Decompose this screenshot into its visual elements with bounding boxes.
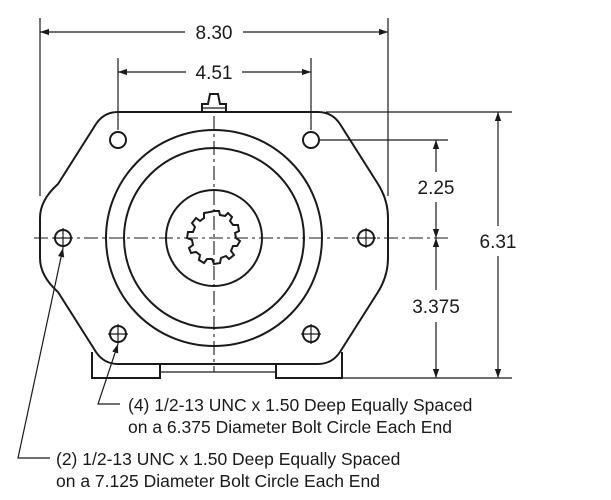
leader-note-1 bbox=[97, 343, 120, 405]
dim-upper-hole-offset: 2.25 bbox=[418, 178, 455, 199]
bolt-hole-top-right bbox=[302, 131, 320, 149]
dim-lower-offset: 3.375 bbox=[412, 297, 460, 318]
note-1-line-1: (4) 1/2-13 UNC x 1.50 Deep Equally Space… bbox=[128, 395, 472, 415]
left-foot bbox=[91, 352, 161, 379]
top-fitting bbox=[201, 93, 227, 112]
dim-top-hole-spacing: 4.51 bbox=[196, 63, 233, 84]
hole-crosshairs bbox=[53, 228, 376, 344]
right-foot bbox=[275, 352, 343, 379]
note-2-line-2: on a 7.125 Diameter Bolt Circle Each End bbox=[56, 471, 380, 491]
dim-overall-width: 8.30 bbox=[196, 23, 233, 44]
splined-bore bbox=[185, 210, 242, 266]
leader-note-2 bbox=[17, 247, 65, 459]
bolt-hole-top-left bbox=[109, 131, 127, 149]
dim-overall-height: 6.31 bbox=[480, 232, 517, 253]
note-1-line-2: on a 6.375 Diameter Bolt Circle Each End bbox=[128, 417, 452, 437]
housing-outline bbox=[39, 111, 389, 365]
note-2-line-1: (2) 1/2-13 UNC x 1.50 Deep Equally Space… bbox=[56, 449, 400, 469]
